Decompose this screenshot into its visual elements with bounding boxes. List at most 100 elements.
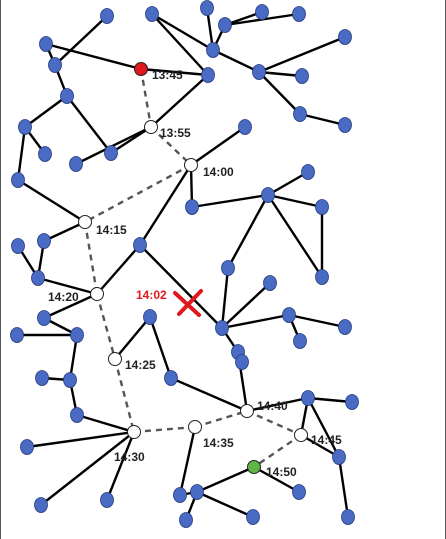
network-node	[206, 42, 220, 58]
route-dashed-links	[83, 68, 302, 468]
network-node	[246, 509, 260, 525]
stop-time-label: 14:15	[96, 223, 127, 237]
road-edge	[37, 276, 98, 296]
road-edge	[26, 430, 135, 449]
network-node	[143, 309, 157, 325]
route-dashed-link	[84, 163, 192, 224]
network-node	[293, 106, 307, 122]
road-edge	[151, 12, 214, 52]
route-dashed-link	[133, 425, 196, 434]
road-edge	[170, 376, 248, 413]
road-edge	[45, 42, 142, 71]
network-node	[345, 394, 359, 410]
road-edge	[221, 282, 271, 329]
road-edge	[220, 267, 230, 329]
road-edge	[221, 313, 290, 330]
network-node	[293, 333, 307, 349]
road-edge	[288, 313, 346, 329]
network-node	[301, 390, 315, 406]
network-node	[338, 319, 352, 335]
road-edge	[337, 456, 350, 518]
road-edge	[114, 316, 151, 360]
stop-node-1445	[294, 428, 308, 442]
route-dashed-link	[139, 68, 153, 128]
network-node	[37, 233, 51, 249]
network-node	[60, 88, 74, 104]
road-edge	[267, 193, 323, 209]
network-node	[48, 57, 62, 73]
network-node	[185, 199, 199, 215]
road-edge	[196, 465, 255, 494]
network-node	[133, 237, 147, 253]
road-edge	[17, 178, 86, 224]
road-edge	[150, 74, 209, 128]
route-dashed-link	[150, 126, 192, 166]
road-edge	[43, 292, 98, 320]
road-edge	[307, 396, 353, 404]
route-dashed-link	[253, 434, 302, 468]
network-node	[37, 310, 51, 326]
network-node	[200, 0, 214, 16]
road-edge	[138, 164, 193, 246]
stop-time-label: 14:50	[266, 465, 297, 479]
stop-time-label: 14:20	[48, 290, 79, 304]
road-edge	[258, 35, 346, 74]
network-node	[338, 29, 352, 45]
road-edges	[16, 7, 353, 521]
road-edge	[258, 71, 301, 115]
network-node	[292, 6, 306, 22]
network-node	[34, 497, 48, 513]
network-node	[332, 449, 346, 465]
road-edge	[299, 112, 346, 127]
network-node	[282, 307, 296, 323]
stop-node-1355	[144, 120, 158, 134]
stop-time-label: 14:30	[114, 450, 145, 464]
road-edge	[24, 95, 68, 128]
network-node	[263, 275, 277, 291]
road-edge	[148, 316, 173, 379]
network-node	[238, 119, 252, 135]
road-edge	[191, 193, 269, 209]
network-nodes	[10, 0, 359, 528]
network-node	[20, 439, 34, 455]
route-dashed-link	[246, 409, 302, 437]
network-node	[252, 64, 266, 80]
network-node	[35, 370, 49, 386]
road-edge	[190, 126, 246, 166]
route-dashed-link	[83, 221, 99, 295]
road-edge	[196, 490, 254, 519]
network-node	[104, 145, 118, 161]
road-edge	[66, 95, 112, 154]
road-edge	[258, 70, 303, 78]
route-stops: 13:4513:5514:0014:1514:2014:2514:3014:35…	[48, 62, 342, 479]
network-node	[301, 164, 315, 180]
road-edge	[226, 194, 270, 269]
road-edge	[54, 15, 108, 66]
network-node	[70, 327, 84, 343]
stop-time-label: 13:45	[152, 68, 183, 82]
network-node	[10, 327, 24, 343]
incident-time-label: 14:02	[136, 288, 167, 302]
road-edge	[266, 194, 324, 278]
stop-node-1345	[134, 62, 148, 76]
network-node	[179, 512, 193, 528]
road-edge	[253, 465, 300, 494]
network-node	[292, 484, 306, 500]
road-edge	[140, 67, 209, 77]
network-node	[18, 119, 32, 135]
stop-node-1450	[247, 460, 261, 474]
network-node	[221, 260, 235, 276]
network-node	[235, 354, 249, 370]
network-node	[338, 117, 352, 133]
network-node	[70, 407, 84, 423]
road-edge	[43, 220, 86, 243]
network-node	[315, 269, 329, 285]
route-dashed-link	[194, 409, 248, 429]
route-dashed-link	[95, 293, 117, 360]
road-edge	[16, 126, 27, 181]
stop-node-1420	[90, 287, 104, 301]
network-node	[201, 67, 215, 83]
network-node	[261, 187, 275, 203]
stop-time-label: 14:35	[203, 436, 234, 450]
stop-node-1430	[127, 425, 141, 439]
